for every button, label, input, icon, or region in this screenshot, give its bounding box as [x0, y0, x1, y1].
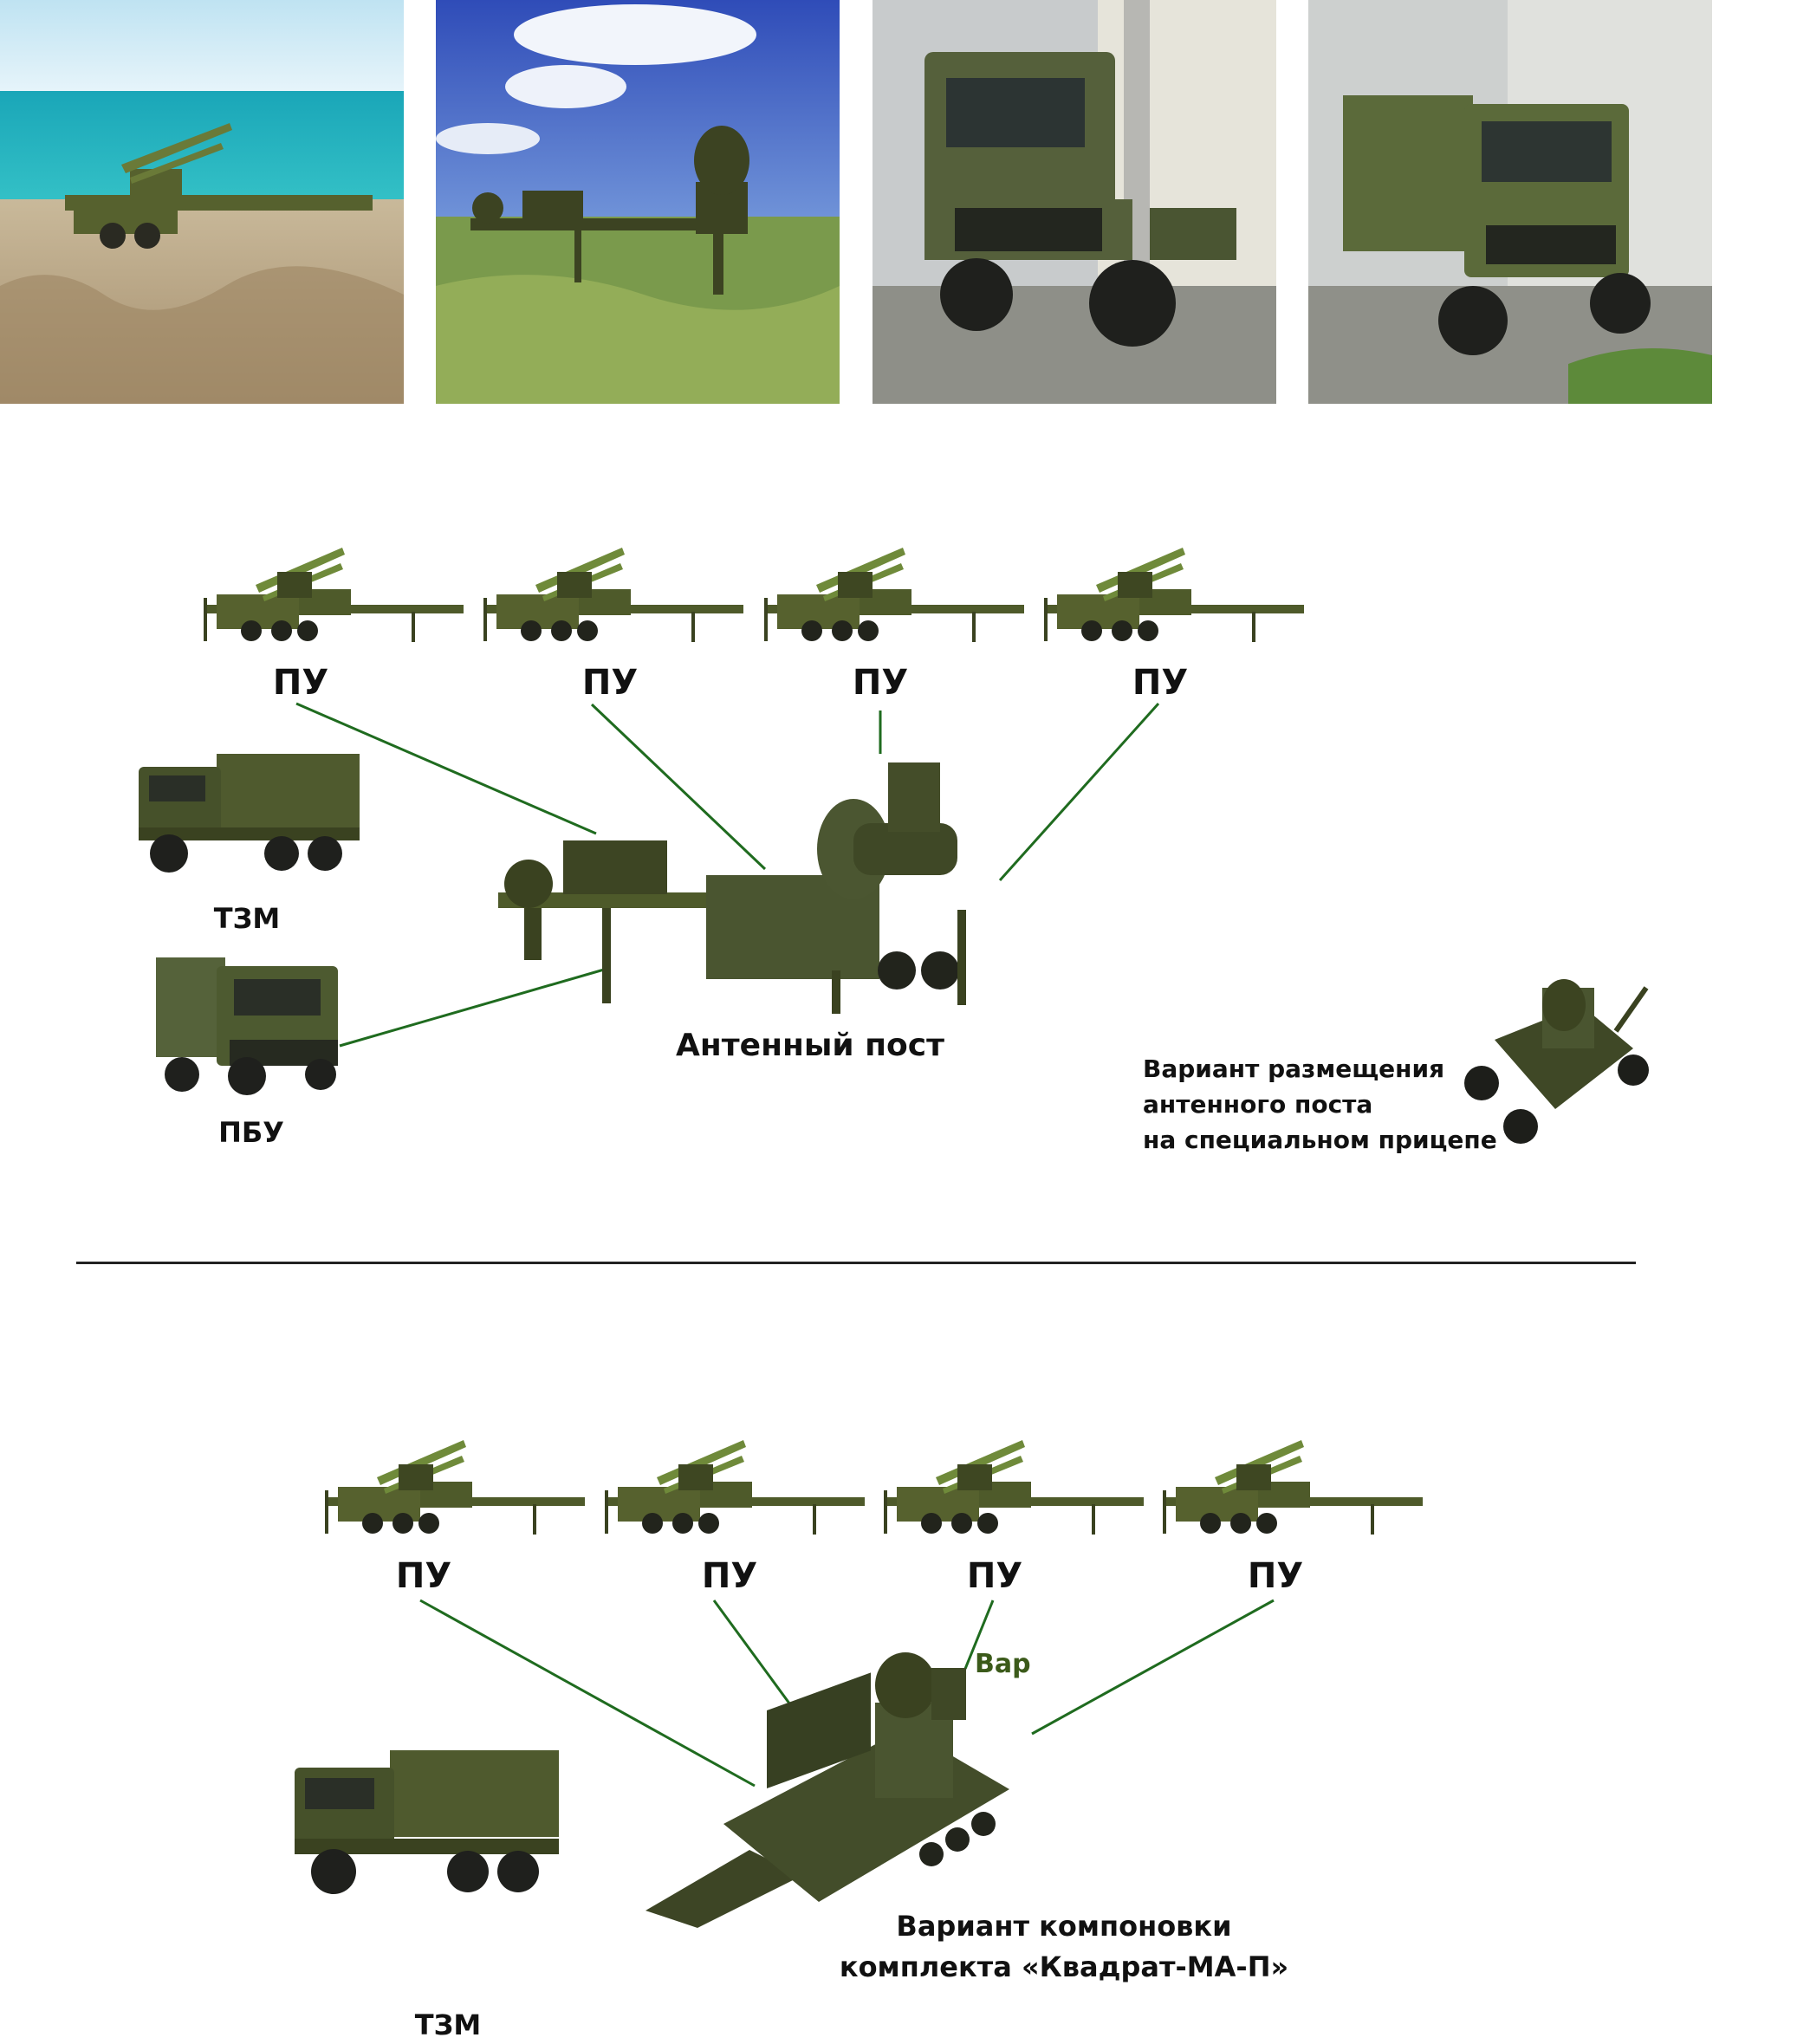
antenna-post [498, 762, 966, 1014]
trailer-note-line-2: антенного поста [1143, 1090, 1373, 1119]
layout-note-line-1: Вариант компоновки [896, 1910, 1232, 1943]
section-divider [76, 1262, 1636, 1264]
pbu-label: ПБУ [218, 1116, 284, 1149]
launcher-vehicle-6 [605, 1440, 865, 1535]
photo-maz-command-truck [1308, 0, 1712, 404]
pbu-truck [156, 957, 338, 1095]
layout-note-line-2: комплекта «Квадрат-МА-П» [839, 1950, 1289, 1983]
variant-fragment-label: Вар [975, 1649, 1031, 1679]
launcher-vehicle-3 [764, 548, 1024, 642]
scheme1-launcher-label-4: ПУ [1132, 663, 1189, 703]
photo-launcher-seaside [0, 0, 404, 404]
scheme1-launcher-label-1: ПУ [272, 663, 329, 703]
launcher-vehicle-8 [1163, 1440, 1423, 1535]
scheme2-launcher-label-2: ПУ [701, 1556, 758, 1596]
tzm-label-2: ТЗМ [414, 2008, 482, 2041]
tzm-label-1: ТЗМ [213, 902, 281, 935]
kvadrat-ma-p-vehicle-model [645, 1652, 1009, 1928]
antenna-post-label: Антенный пост [676, 1028, 944, 1063]
photo-antenna-post-field [436, 0, 840, 404]
trailer-variant-note: Вариант размещения антенного поста на сп… [1143, 1051, 1497, 1158]
scheme2-launcher-label-4: ПУ [1247, 1556, 1304, 1596]
launcher-vehicle-7 [884, 1440, 1144, 1535]
layout-variant-note: Вариант компоновки комплекта «Квадрат-МА… [839, 1906, 1289, 1988]
scheme2-launcher-label-1: ПУ [395, 1556, 452, 1596]
tzm-truck-1 [139, 754, 360, 873]
scheme1-launcher-label-3: ПУ [852, 663, 909, 703]
launcher-vehicle-5 [325, 1440, 585, 1535]
photo-maz-tractor [873, 0, 1276, 404]
scheme1-launcher-label-2: ПУ [581, 663, 639, 703]
launcher-vehicle-4 [1044, 548, 1304, 642]
antenna-trailer-model [1464, 979, 1649, 1144]
scheme2-launcher-label-3: ПУ [966, 1556, 1023, 1596]
launcher-vehicle-2 [483, 548, 743, 642]
trailer-note-line-1: Вариант размещения [1143, 1054, 1445, 1083]
trailer-note-line-3: на специальном прицепе [1143, 1126, 1497, 1154]
tzm-truck-2 [295, 1750, 559, 1894]
launcher-vehicle-1 [204, 548, 464, 642]
